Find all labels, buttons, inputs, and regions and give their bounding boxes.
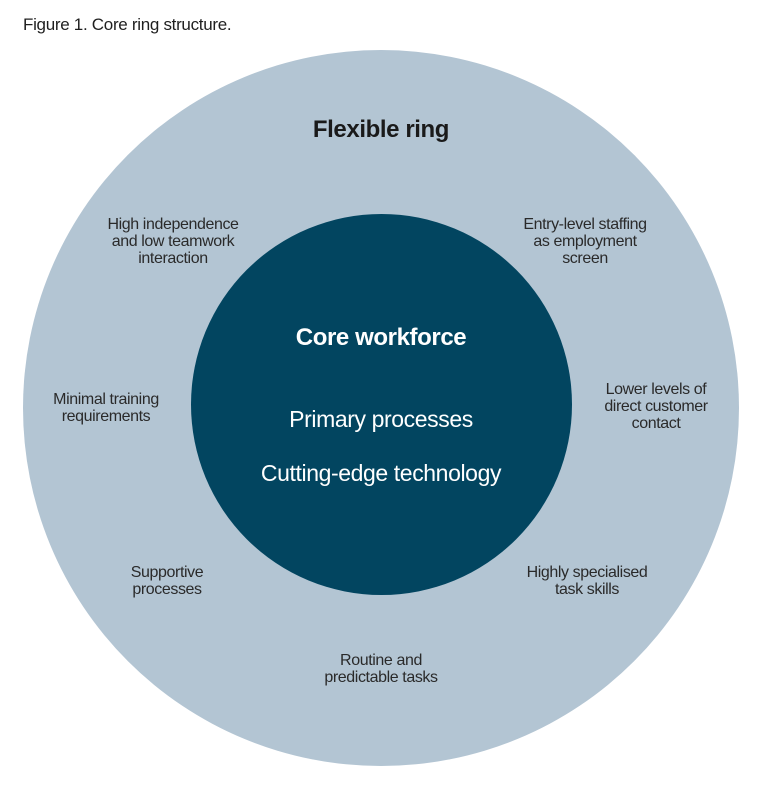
factor-high-independence: High independence and low teamwork inter… [107, 216, 239, 267]
core-item-primary-processes: Primary processes [289, 406, 473, 432]
figure-caption: Figure 1. Core ring structure. [23, 15, 232, 34]
factor-lower-customer-contact: Lower levels of direct customer contact [604, 381, 708, 432]
factor-minimal-training: Minimal training requirements [53, 391, 159, 425]
factor-supportive-processes: Supportive processes [130, 564, 204, 598]
factor-entry-level-staffing: Entry-level staffing as employment scree… [523, 216, 647, 267]
core-workforce-circle [191, 214, 572, 595]
factor-highly-specialised: Highly specialised task skills [526, 564, 648, 598]
core-workforce-title: Core workforce [295, 324, 467, 351]
flexible-ring-title: Flexible ring [312, 116, 450, 143]
factor-routine-tasks: Routine and predictable tasks [324, 652, 438, 686]
core-item-cutting-edge-technology: Cutting-edge technology [260, 460, 502, 486]
